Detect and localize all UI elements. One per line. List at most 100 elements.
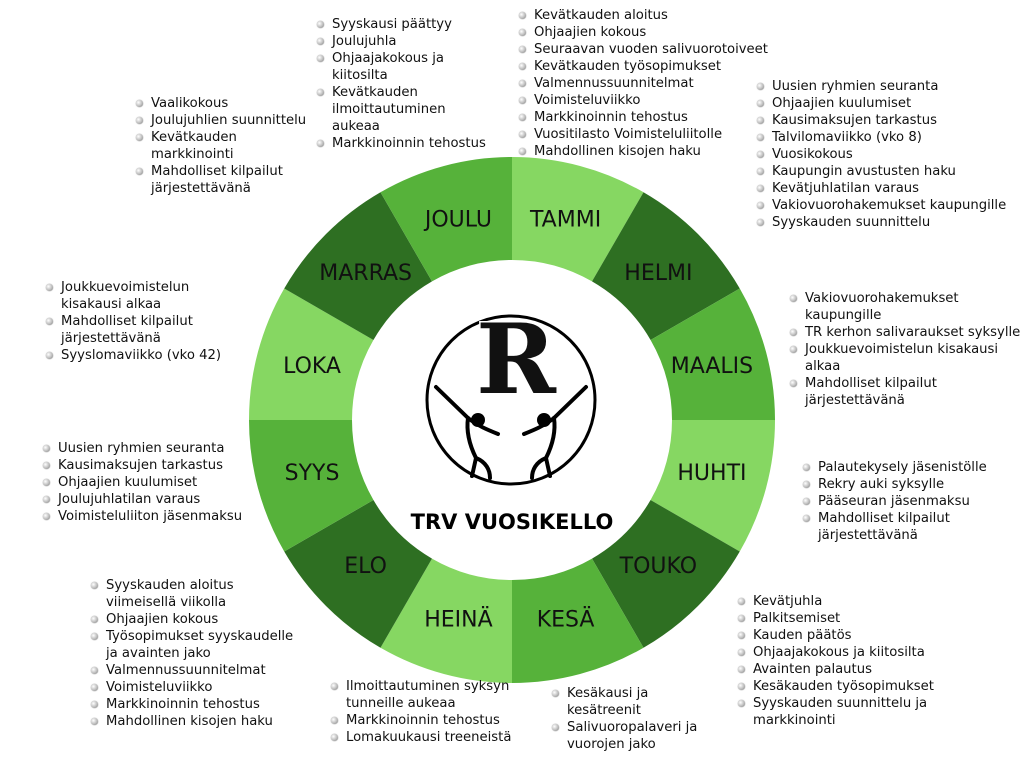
segment-helmi xyxy=(592,192,740,340)
logo-heads xyxy=(471,413,551,427)
segment-joulu xyxy=(380,157,512,282)
note-item: Rekry auki syksylle xyxy=(802,476,1002,493)
note-item: Syyskauden suunnittelu xyxy=(756,214,1022,231)
note-item: Avainten palautus xyxy=(737,661,937,678)
month-label-helmi: HELMI xyxy=(624,261,692,286)
note-item: Ohjaajien kokous xyxy=(90,611,296,628)
segment-maalis xyxy=(650,288,775,420)
note-item: Vaalikokous xyxy=(135,95,310,112)
month-label-kesa: KESÄ xyxy=(537,606,595,632)
note-item: Markkinoinnin tehostus xyxy=(316,135,491,152)
segment-tammi xyxy=(512,157,644,282)
note-item: Ohjaajien kuulumiset xyxy=(756,95,1022,112)
note-item: Mahdollinen kisojen haku xyxy=(518,143,778,160)
month-label-joulu: JOULU xyxy=(423,208,492,233)
segment-loka xyxy=(249,288,374,420)
note-item: Kevätjuhlatilan varaus xyxy=(756,180,1022,197)
month-label-loka: LOKA xyxy=(283,354,341,379)
note-item: Syyskauden suunnittelu ja markkinointi xyxy=(737,695,937,729)
note-item: Mahdolliset kilpailut järjestettävänä xyxy=(789,375,1023,409)
segment-touko xyxy=(592,500,740,648)
month-label-syys: SYYS xyxy=(285,461,340,486)
note-item: Kaupungin avustusten haku xyxy=(756,163,1022,180)
note-item: Joukkuevoimistelun kisakausi alkaa xyxy=(789,341,1023,375)
note-item: Salivuoropalaveri ja vuorojen jako xyxy=(551,719,711,753)
notes-heina: Ilmoittautuminen syksyn tunneille aukeaa… xyxy=(330,678,515,746)
note-item: Kevätkauden markkinointi xyxy=(135,129,310,163)
month-label-elo: ELO xyxy=(344,554,387,579)
note-item: Valmennussuunnitelmat xyxy=(90,662,296,679)
note-item: Kauden päätös xyxy=(737,627,937,644)
note-item: Voimisteluliiton jäsenmaksu xyxy=(42,508,257,525)
note-item: Seuraavan vuoden salivuorotoiveet xyxy=(518,41,778,58)
month-label-heina: HEINÄ xyxy=(424,606,492,632)
note-item: Syyskausi päättyy xyxy=(316,16,491,33)
note-item: Voimisteluviikko xyxy=(90,679,296,696)
logo-gymnasts xyxy=(434,385,588,480)
note-item: TR kerhon salivaraukset syksylle xyxy=(789,324,1023,341)
note-item: Mahdolliset kilpailut järjestettävänä xyxy=(802,510,1002,544)
segment-elo xyxy=(284,500,432,648)
month-segments: TAMMI HELMI MAALIS HUHTI TOUKO KESÄ HEINÄ ELO SY… xyxy=(249,157,775,683)
note-item: Kausimaksujen tarkastus xyxy=(756,112,1022,129)
month-label-maalis: MAALIS xyxy=(671,354,753,379)
note-item: Joulujuhlien suunnittelu xyxy=(135,112,310,129)
note-item: Uusien ryhmien seuranta xyxy=(756,78,1022,95)
month-label-touko: TOUKO xyxy=(619,554,697,579)
note-item: Joulujuhla xyxy=(316,33,491,50)
note-item: Ohjaajien kuulumiset xyxy=(42,474,257,491)
note-item: Vuositilasto Voimisteluliitolle xyxy=(518,126,778,143)
segment-marras xyxy=(284,192,432,340)
note-item: Lomakuukausi treeneistä xyxy=(330,729,515,746)
month-label-huhti: HUHTI xyxy=(677,461,746,486)
note-item: Joulujuhlatilan varaus xyxy=(42,491,257,508)
note-item: Työsopimukset syyskaudelle ja avainten j… xyxy=(90,628,296,662)
note-item: Ohjaajakokous ja kiitosilta xyxy=(737,644,937,661)
note-item: Ohjaajakokous ja kiitosilta xyxy=(316,50,491,84)
note-item: Kevätkauden ilmoittautuminen aukeaa xyxy=(316,84,491,135)
month-label-marras: MARRAS xyxy=(319,261,412,286)
note-item: Mahdollinen kisojen haku xyxy=(90,713,296,730)
segment-syys xyxy=(249,420,374,552)
note-item: Kesäkauden työsopimukset xyxy=(737,678,937,695)
note-item: Kevätkauden työsopimukset xyxy=(518,58,778,75)
note-item: Palautekysely jäsenistölle xyxy=(802,459,1002,476)
note-item: Palkitsemiset xyxy=(737,610,937,627)
note-item: Kausimaksujen tarkastus xyxy=(42,457,257,474)
note-item: Pääseuran jäsenmaksu xyxy=(802,493,1002,510)
month-label-tammi: TAMMI xyxy=(529,208,601,233)
note-item: Kevätjuhla xyxy=(737,593,937,610)
note-item: Ohjaajien kokous xyxy=(518,24,778,41)
note-item: Mahdolliset kilpailut järjestettävänä xyxy=(45,313,240,347)
note-item: Talvilomaviikko (vko 8) xyxy=(756,129,1022,146)
note-item: Joukkuevoimistelun kisakausi alkaa xyxy=(45,279,240,313)
note-item: Markkinoinnin tehostus xyxy=(90,696,296,713)
note-item: Syyslomaviikko (vko 42) xyxy=(45,347,240,364)
segment-heina xyxy=(380,558,512,683)
note-item: Ilmoittautuminen syksyn tunneille aukeaa xyxy=(330,678,515,712)
logo-letter: R xyxy=(476,303,557,416)
segment-huhti xyxy=(650,420,775,552)
note-item: Uusien ryhmien seuranta xyxy=(42,440,257,457)
wheel-title: TRV VUOSIKELLO xyxy=(411,510,614,534)
note-item: Markkinoinnin tehostus xyxy=(518,109,778,126)
note-item: Markkinoinnin tehostus xyxy=(330,712,515,729)
note-item: Syyskauden aloitus viimeisellä viikolla xyxy=(90,577,296,611)
note-item: Vuosikokous xyxy=(756,146,1022,163)
note-item: Kevätkauden aloitus xyxy=(518,7,778,24)
note-item: Mahdolliset kilpailut järjestettävänä xyxy=(135,163,310,197)
note-item: Vakiovuorohakemukset kaupungille xyxy=(789,290,1023,324)
note-item: Voimisteluviikko xyxy=(518,92,778,109)
note-item: Kesäkausi ja kesätreenit xyxy=(551,685,711,719)
note-item: Vakiovuorohakemukset kaupungille xyxy=(756,197,1022,214)
